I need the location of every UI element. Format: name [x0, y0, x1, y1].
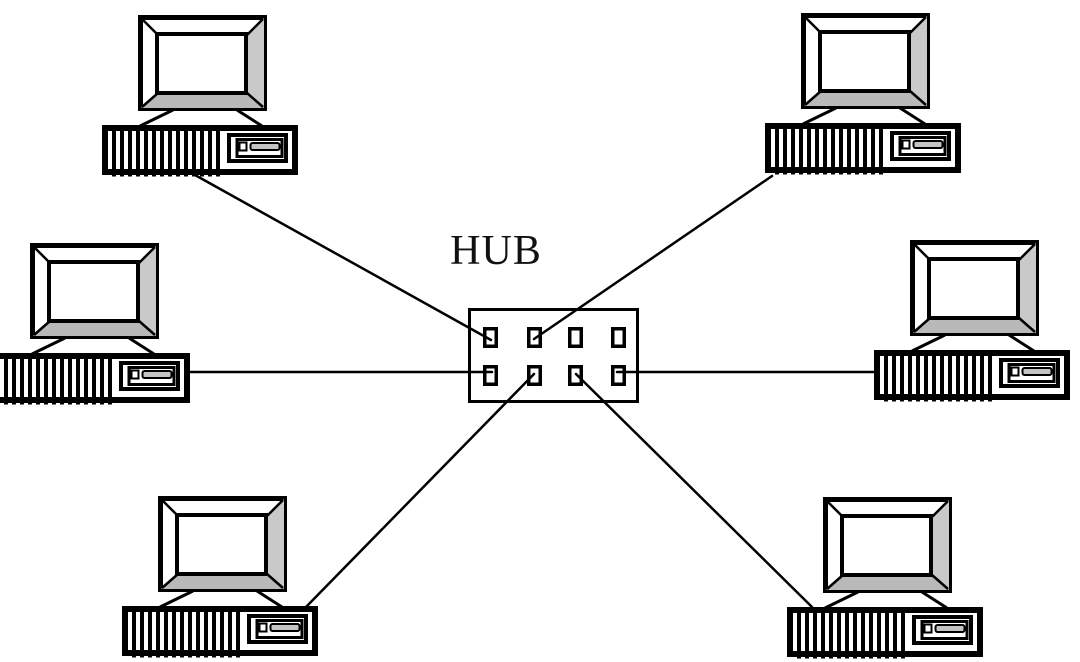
hub-port [483, 365, 498, 386]
hub-node [468, 308, 639, 403]
computer-node-bottom-left [125, 499, 315, 658]
hub-box [468, 308, 639, 403]
hub-port [527, 365, 542, 386]
hub-label: HUB [450, 228, 542, 274]
hub-port [611, 327, 626, 348]
computer-node-middle-left [0, 246, 187, 405]
hub-port [568, 365, 583, 386]
computer-node-middle-right [877, 243, 1067, 402]
hub-port [568, 327, 583, 348]
computer-node-top-right [768, 16, 958, 175]
connection-line-bottom-left [304, 372, 536, 609]
connection-line-top-right [532, 174, 774, 341]
connection-line-bottom-right [574, 372, 814, 609]
connection-line-top-left [193, 173, 493, 342]
computer-node-bottom-right [790, 500, 980, 659]
hub-port [611, 365, 626, 386]
computer-node-top-left [105, 18, 295, 177]
